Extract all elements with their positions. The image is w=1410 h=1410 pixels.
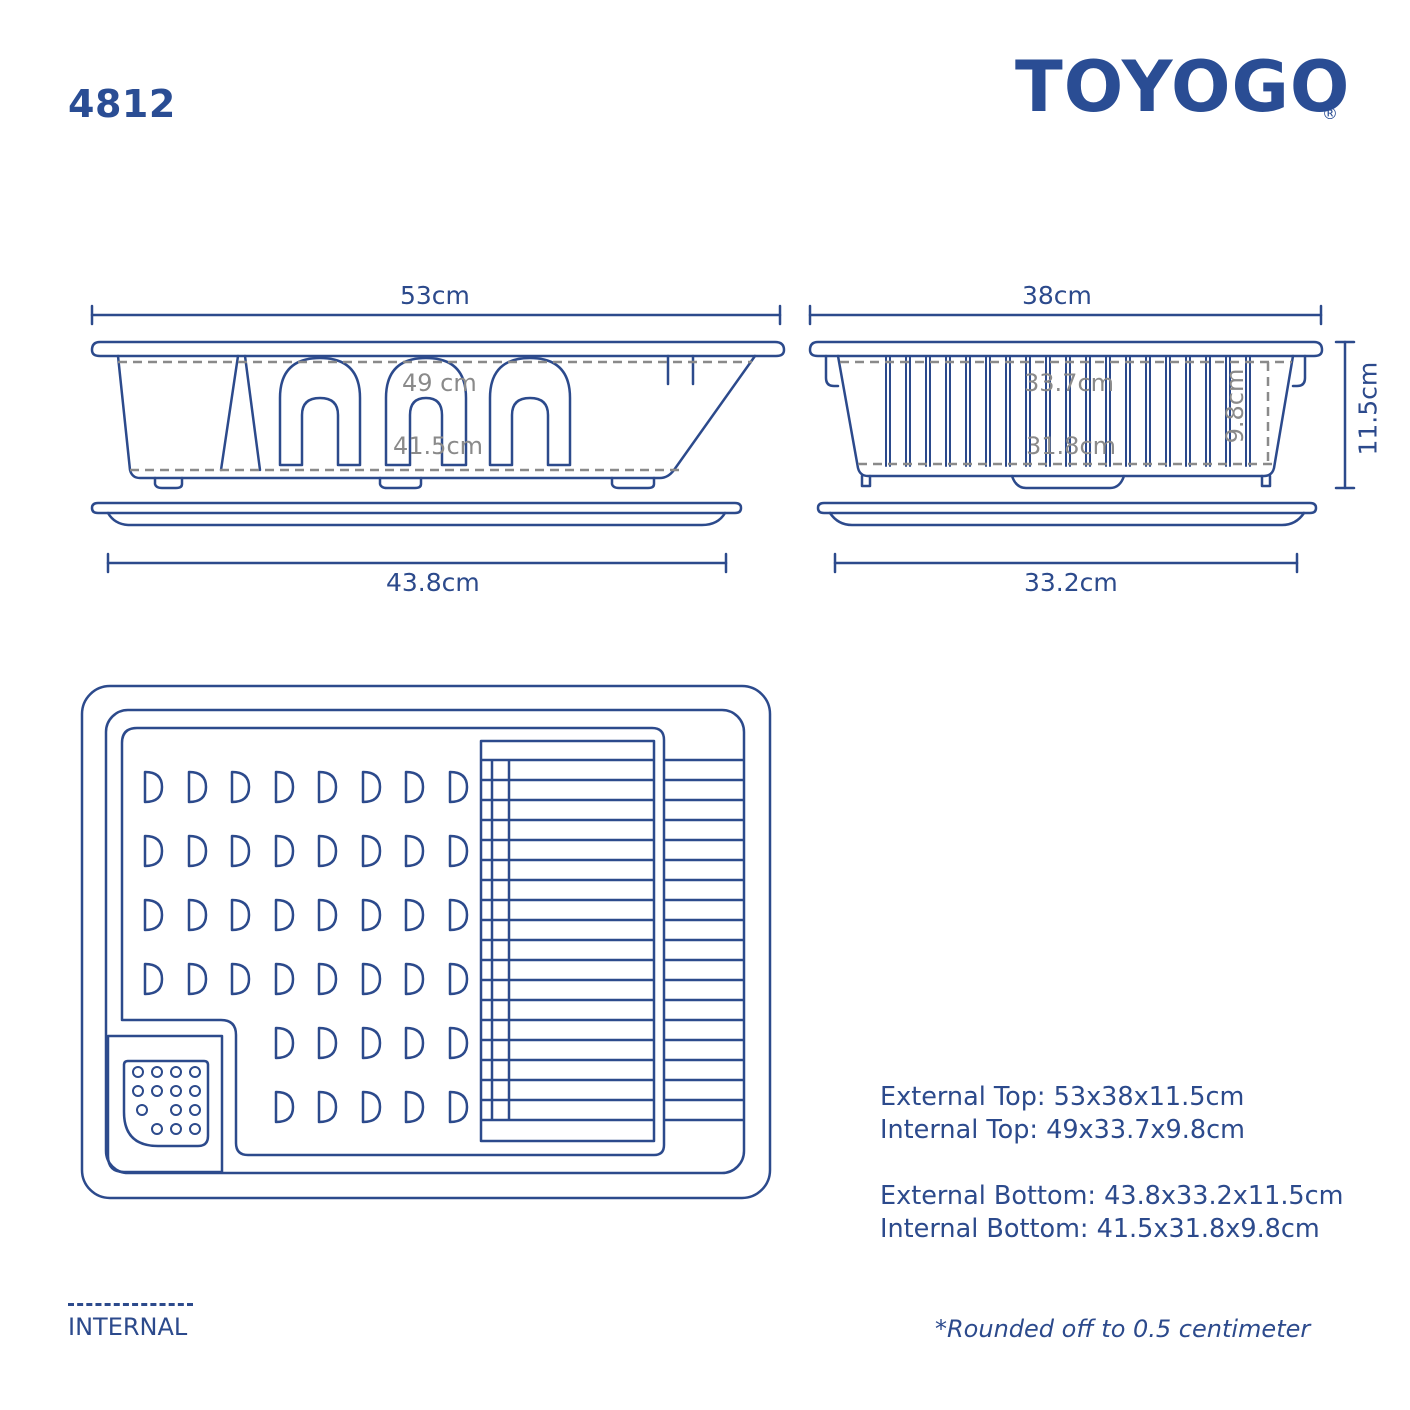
- d-slot: [230, 834, 251, 868]
- d-slot: [361, 962, 382, 996]
- spec-external-top: External Top: 53x38x11.5cm: [880, 1082, 1245, 1112]
- front-outer-height-label: 11.5cm: [1353, 361, 1383, 456]
- cutlery-rails: [481, 758, 744, 1122]
- front-inner-height-label: 9.8cm: [1221, 368, 1249, 444]
- front-view-drawing: [808, 304, 1356, 574]
- d-slot: [361, 1090, 382, 1124]
- side-inner-bottom-label: 41.5cm: [393, 432, 484, 460]
- spec-internal-top: Internal Top: 49x33.7x9.8cm: [880, 1115, 1245, 1145]
- d-slot: [187, 834, 208, 868]
- d-slot: [317, 1090, 338, 1124]
- d-slot: [448, 770, 469, 804]
- spec-external-bottom: External Bottom: 43.8x33.2x11.5cm: [880, 1181, 1344, 1211]
- d-slot: [404, 1026, 425, 1060]
- d-slot: [361, 770, 382, 804]
- sponge-holes: [132, 1066, 201, 1135]
- d-slot: [143, 898, 164, 932]
- d-slot: [274, 770, 295, 804]
- d-slot: [274, 962, 295, 996]
- d-slot: [274, 898, 295, 932]
- d-slot: [230, 962, 251, 996]
- d-slot: [274, 1026, 295, 1060]
- d-slot: [187, 770, 208, 804]
- front-bottom-width-label: 33.2cm: [1024, 568, 1118, 597]
- d-slot: [187, 962, 208, 996]
- d-slot: [404, 898, 425, 932]
- d-slot: [317, 834, 338, 868]
- d-slot: [448, 898, 469, 932]
- side-inner-top-label: 49 cm: [402, 369, 477, 397]
- front-inner-top-label: 33.7cm: [1024, 369, 1115, 397]
- d-slot: [361, 1026, 382, 1060]
- d-slot: [317, 1026, 338, 1060]
- internal-legend-line: [68, 1303, 193, 1306]
- d-slot: [361, 834, 382, 868]
- d-slot: [317, 898, 338, 932]
- d-slot: [404, 834, 425, 868]
- d-slot: [317, 962, 338, 996]
- d-slot: [143, 770, 164, 804]
- d-slot: [448, 1090, 469, 1124]
- d-slot: [317, 770, 338, 804]
- registered-mark: ®: [1322, 104, 1338, 123]
- rounding-footnote: *Rounded off to 0.5 centimeter: [935, 1315, 1311, 1343]
- brand-logo: TOYOGO: [1015, 46, 1351, 128]
- side-view-drawing: [90, 304, 786, 574]
- d-slot: [143, 834, 164, 868]
- d-slot: [404, 1090, 425, 1124]
- spec-internal-bottom: Internal Bottom: 41.5x31.8x9.8cm: [880, 1214, 1320, 1244]
- d-slot: [274, 834, 295, 868]
- model-number: 4812: [68, 82, 176, 126]
- d-slot: [143, 962, 164, 996]
- d-slot: [187, 898, 208, 932]
- d-slot: [448, 962, 469, 996]
- d-slot: [274, 1090, 295, 1124]
- front-inner-bottom-label: 31.8cm: [1026, 432, 1117, 460]
- top-view-drawing: [80, 684, 772, 1200]
- front-top-width-label: 38cm: [1022, 281, 1092, 310]
- d-slot: [448, 1026, 469, 1060]
- side-top-width-label: 53cm: [400, 281, 470, 310]
- d-slots: [143, 770, 469, 1124]
- d-slot: [448, 834, 469, 868]
- d-slot: [404, 770, 425, 804]
- internal-legend-label: INTERNAL: [68, 1313, 188, 1341]
- d-slot: [404, 962, 425, 996]
- d-slot: [230, 898, 251, 932]
- side-bottom-width-label: 43.8cm: [386, 568, 480, 597]
- internal-dashed-lines: [118, 360, 1292, 472]
- d-slot: [230, 770, 251, 804]
- d-slot: [361, 898, 382, 932]
